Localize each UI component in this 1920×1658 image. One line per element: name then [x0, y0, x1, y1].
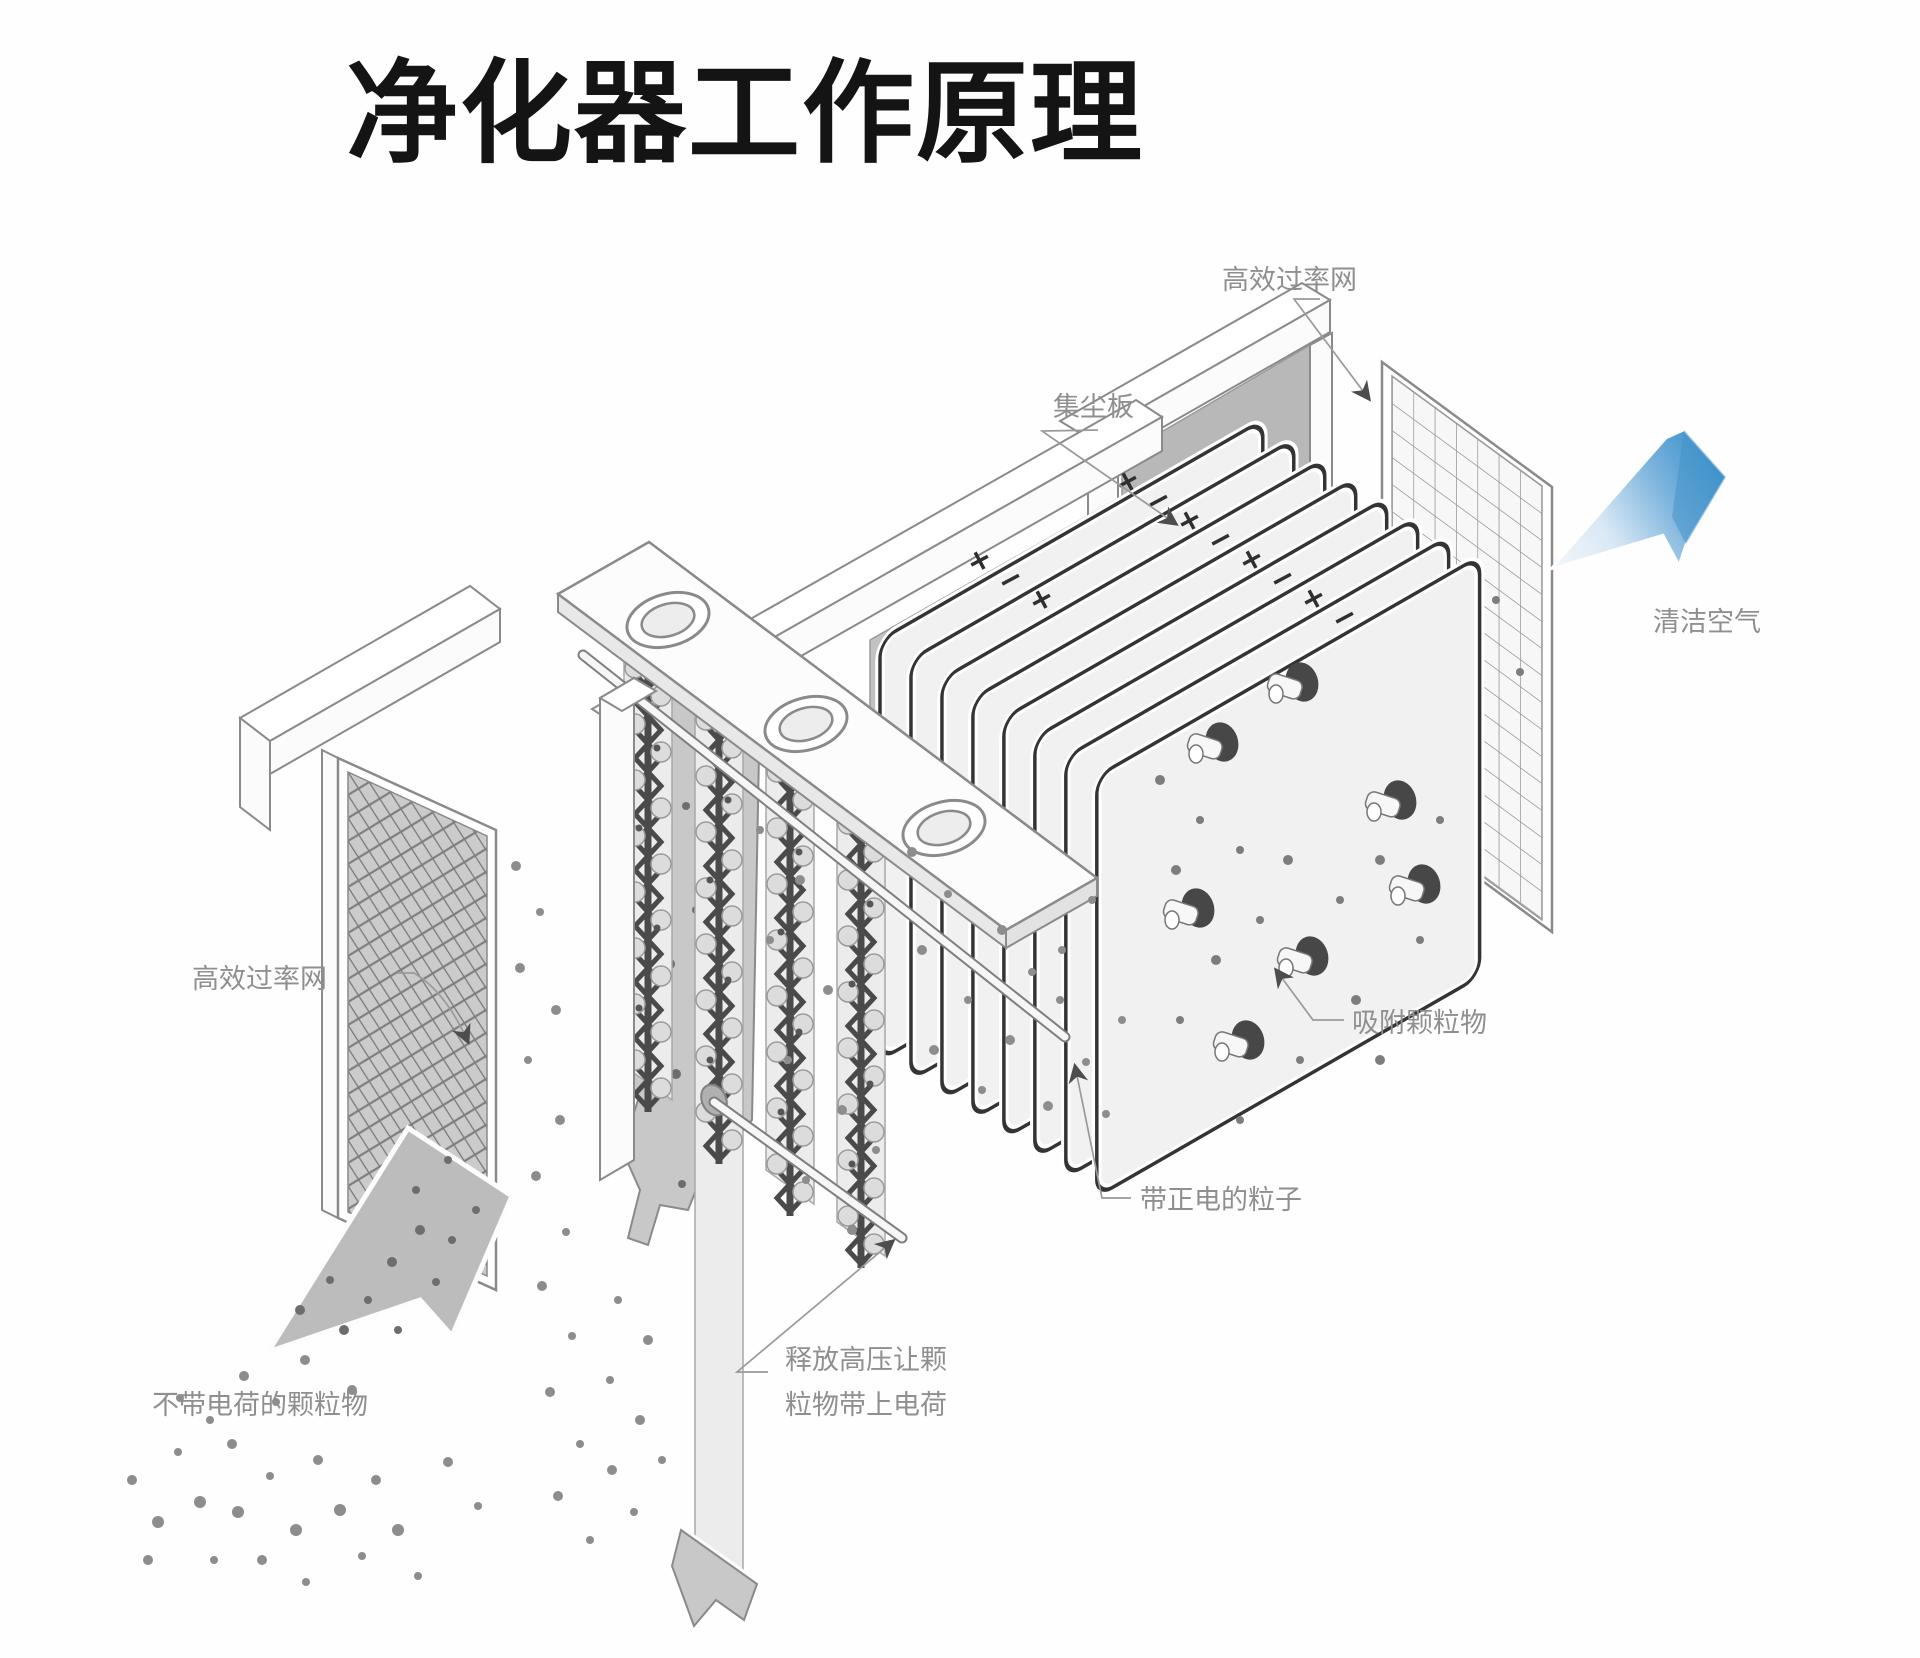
hv-rod: [710, 1098, 906, 1242]
clean-air-arrow: [1547, 428, 1728, 572]
insulator-ring: [625, 590, 711, 650]
label-charged-particles: 带正电的粒子: [1140, 1185, 1302, 1216]
dirty-air-arrow-body: [262, 1124, 516, 1357]
ionizer-top-bracket: [555, 540, 1100, 950]
ionizer-bottom-torn: [670, 1528, 759, 1628]
label-uncharged-particles: 不带电荷的颗粒物: [152, 1390, 368, 1421]
plate-speckles: [1155, 775, 1444, 1124]
insulator-ring: [763, 694, 849, 754]
leader-adsorb: [1274, 967, 1344, 1021]
dirty-air-arrow-specks: [295, 1156, 480, 1335]
leader-collector: [1039, 429, 1179, 526]
label-ionizer-line2: 粒物带上电荷: [785, 1390, 947, 1421]
ionizer-left-post: [599, 676, 635, 1182]
ionizer-left-post-top: [598, 676, 658, 713]
label-collector: 集尘板: [1053, 392, 1134, 423]
label-adsorb-particles: 吸附颗粒物: [1352, 1008, 1487, 1039]
particle-cloud-inlet: [127, 1355, 482, 1586]
collector-plate: [1092, 557, 1485, 1196]
prefilter-mesh-grid: [347, 770, 488, 1278]
label-ionizer-line1: 释放高压让颗: [785, 1345, 947, 1376]
hv-rod: [579, 651, 1069, 1041]
label-clean-air: 清洁空气: [1653, 607, 1761, 638]
leader-ionizer: [734, 1238, 896, 1373]
ionizer-module: [555, 540, 1100, 1634]
dirty-air-arrow: [262, 1124, 516, 1357]
label-prefilter: 高效过率网: [192, 964, 327, 995]
annotations: 高效过率网 集尘板 清洁空气 高效过率网 不带电荷的颗粒物 释放高压让颗 粒物带…: [152, 265, 1761, 1421]
prefilter-bracket-stub: [239, 715, 271, 833]
particle-cloud-midstream: [511, 826, 880, 1544]
leader-hepa-top: [1292, 298, 1371, 402]
particle-cloud-charged: [907, 847, 1126, 1118]
label-hepa-top: 高效过率网: [1222, 265, 1357, 296]
leader-charged-particles: [1068, 1062, 1131, 1199]
clean-air-arrow-fold: [1672, 430, 1726, 544]
leader-prefilter: [397, 972, 471, 1046]
page-title: 净化器工作原理: [346, 49, 1144, 179]
insulator-ring: [901, 798, 987, 858]
